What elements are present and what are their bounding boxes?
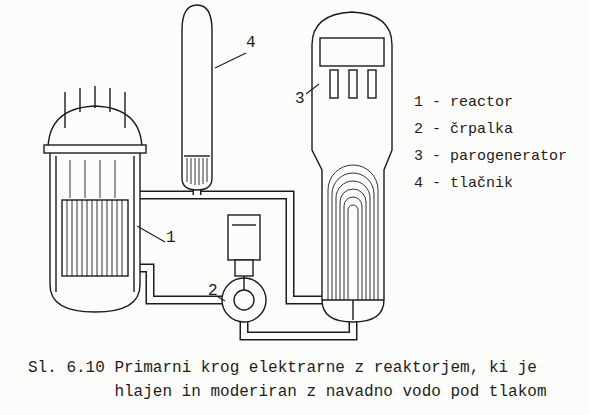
leader-line <box>137 53 319 301</box>
callout-number: 4 <box>246 34 256 52</box>
legend-item: 3 - parogenerator <box>414 148 567 166</box>
figure-caption: Sl. 6.10 Primarni krog elektrarne z reak… <box>28 356 566 404</box>
pressurizer <box>182 5 212 190</box>
callout-number: 2 <box>208 282 218 300</box>
steam-generator <box>312 12 392 322</box>
legend-item: 1 - reactor <box>414 94 513 112</box>
callout-number: 1 <box>166 229 176 247</box>
legend-item: 2 - črpalka <box>414 121 513 139</box>
pump <box>222 215 266 322</box>
callout-number: 3 <box>295 90 305 108</box>
reactor-vessel <box>44 86 146 312</box>
legend-item: 4 - tlačnik <box>414 175 513 193</box>
pipe <box>140 186 353 336</box>
